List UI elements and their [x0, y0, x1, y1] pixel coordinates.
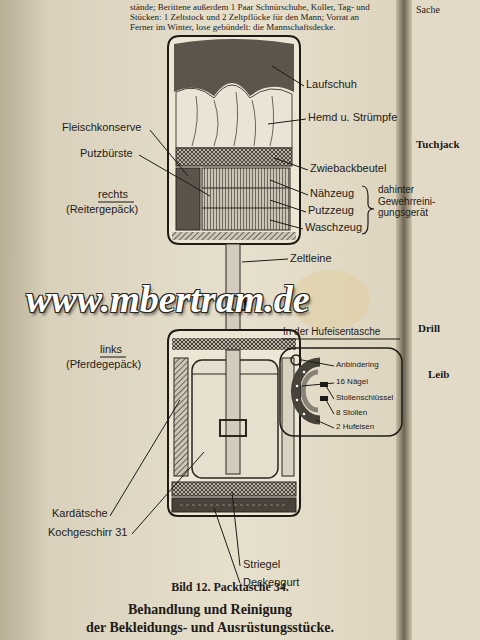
part-label: Nähzeug — [310, 187, 354, 200]
part-label: Striegel — [243, 558, 280, 571]
brace — [362, 186, 374, 234]
part-label: Hemd u. Strümpfe — [308, 111, 397, 124]
watermark: www.mbertram.de — [26, 278, 310, 322]
upper-bag — [168, 36, 300, 244]
side-label: links — [100, 343, 122, 356]
page-fragment: Leib — [428, 368, 449, 381]
body-text: stände; Berittene außerdem 1 Paar Schnür… — [130, 2, 370, 12]
part-label: Putzzeug — [308, 204, 354, 217]
part-label: Waschzeug — [305, 221, 362, 234]
part-label: Laufschuh — [306, 78, 357, 91]
part-label: Zeltleine — [290, 252, 332, 265]
part-label: 2 Hufeisen — [336, 422, 374, 431]
part-label: Putzbürste — [80, 147, 133, 160]
part-label: Stollenschlüssel — [336, 393, 393, 402]
note-label: dahinter Gewehrreini- gungsgerät — [378, 184, 434, 219]
part-label: 8 Stollen — [336, 408, 367, 417]
part-label: Kochgeschirr 31 — [48, 526, 128, 539]
side-label: (Reitergepäck) — [66, 203, 138, 216]
section-heading: der Bekleidungs- und Ausrüstungsstücke. — [20, 620, 400, 636]
part-label: 16 Nägel — [336, 377, 368, 386]
shirt — [176, 85, 292, 148]
horseshoe-pouch — [280, 348, 402, 436]
figure-caption: Bild 12. Packtasche 34. — [40, 581, 420, 595]
body-text: Ferner im Winter, lose gebündelt: die Ma… — [130, 22, 336, 32]
page-fragment: Sache — [416, 4, 440, 16]
page-fragment: Tuchjack — [416, 138, 460, 151]
section-heading: Behandlung und Reinigung — [20, 602, 400, 618]
body-text: Stücken: 1 Zeltstock und 2 Zeltpflöcke f… — [130, 12, 359, 22]
striegel-band — [172, 482, 296, 496]
part-label: Zwiebackbeutel — [310, 162, 386, 175]
part-label: Fleischkonserve — [62, 121, 141, 134]
side-label: (Pferdegepäck) — [66, 358, 141, 371]
part-label: Kardätsche — [52, 507, 108, 520]
side-label: rechts — [98, 188, 128, 201]
leader-lines — [110, 66, 334, 583]
pouch-heading: In der Hufeisentasche — [283, 326, 380, 338]
part-label: Anbindering — [336, 360, 379, 369]
curry-comb — [174, 358, 188, 476]
page-fragment: Drill — [418, 322, 440, 335]
